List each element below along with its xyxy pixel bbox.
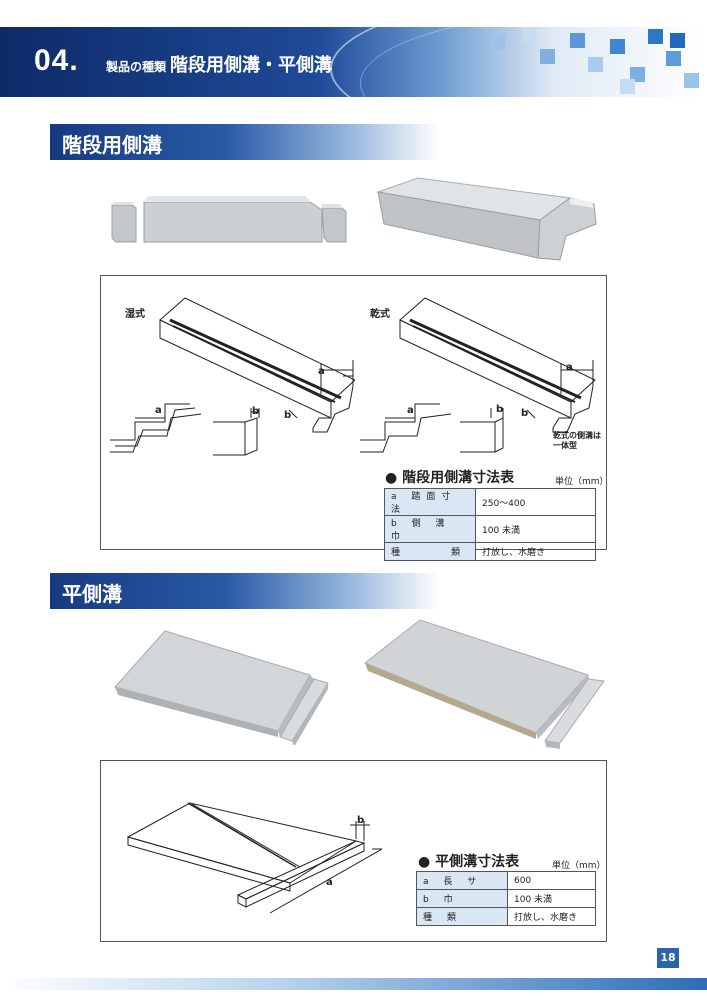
stair-gutter-photo-1 — [111, 196, 347, 243]
table-cell-label: 種 類 — [384, 542, 476, 561]
table-cell-value: 600 — [507, 871, 596, 890]
section-heading-stair-gutter: 階段用側溝 — [50, 124, 440, 160]
table-row: 種 類 打放し、水磨き — [416, 907, 596, 926]
wet-dim-a-label: a — [318, 366, 325, 377]
section-title: 平側溝 — [62, 582, 122, 606]
table-cell-label: 種 類 — [416, 907, 508, 926]
table-cell-label: a 長 サ — [416, 871, 508, 890]
wet-dim-a-step-label: a — [155, 405, 162, 416]
dry-dim-b-label: b — [496, 404, 504, 415]
chapter-number: 04. — [34, 44, 79, 77]
flat-gutter-drawing — [126, 802, 383, 914]
wet-type-label: 湿式 — [125, 309, 145, 320]
wet-dim-b-label-2: b — [284, 410, 292, 421]
stair-gutter-spec-table: a 踏面寸法 250～400 b 側 溝 巾 100 未満 種 類 打放し、水磨… — [384, 488, 596, 561]
table-cell-label: b 側 溝 巾 — [384, 515, 476, 543]
page-number: 18 — [657, 948, 679, 968]
stair-gutter-photo-2 — [376, 177, 597, 261]
stair-gutter-table-unit: 単位（mm） — [555, 477, 609, 487]
table-row: b 巾 100 未満 — [416, 889, 596, 908]
table-cell-label: a 踏面寸法 — [384, 488, 476, 516]
dry-type-drawing — [360, 297, 596, 453]
table-cell-value: 100 未満 — [475, 515, 596, 543]
section-heading-flat-gutter: 平側溝 — [50, 573, 440, 609]
dry-dim-a-step-label: a — [407, 405, 414, 416]
flat-dim-a-label: a — [326, 877, 333, 888]
flat-dim-b-label: b — [357, 815, 365, 826]
chapter-category: 製品の種類 — [106, 60, 167, 74]
table-row: a 踏面寸法 250～400 — [384, 488, 596, 516]
stair-gutter-table-title: ● 階段用側溝寸法表 — [385, 470, 515, 486]
table-row: b 側 溝 巾 100 未満 — [384, 515, 596, 543]
dry-dim-a-label: a — [566, 362, 573, 373]
flat-gutter-photo-1 — [114, 630, 329, 745]
table-cell-value: 250～400 — [475, 488, 596, 516]
table-cell-value: 100 未満 — [507, 889, 596, 908]
table-row: 種 類 打放し、水磨き — [384, 542, 596, 561]
table-cell-value: 打放し、水磨き — [507, 907, 596, 926]
section-title: 階段用側溝 — [62, 133, 162, 157]
table-row: a 長 サ 600 — [416, 871, 596, 890]
header-decoration — [330, 27, 707, 97]
wet-type-drawing — [110, 297, 355, 456]
flat-gutter-table-unit: 単位（mm） — [552, 861, 606, 871]
dry-dim-b-label-2: b — [521, 408, 529, 419]
dry-type-label: 乾式 — [370, 309, 390, 320]
header-mosaic — [470, 27, 707, 97]
wet-dim-b-label: b — [252, 406, 260, 417]
page-title: 階段用側溝・平側溝 — [170, 55, 332, 76]
table-cell-value: 打放し、水磨き — [475, 542, 596, 561]
flat-gutter-table-title: ● 平側溝寸法表 — [418, 854, 520, 870]
table-cell-label: b 巾 — [416, 889, 508, 908]
flat-gutter-photo-2 — [364, 619, 605, 749]
page-footer-bar — [0, 978, 707, 990]
dry-type-note: 乾式の側溝は 一体型 — [553, 431, 601, 450]
flat-gutter-spec-table: a 長 サ 600 b 巾 100 未満 種 類 打放し、水磨き — [416, 871, 596, 926]
